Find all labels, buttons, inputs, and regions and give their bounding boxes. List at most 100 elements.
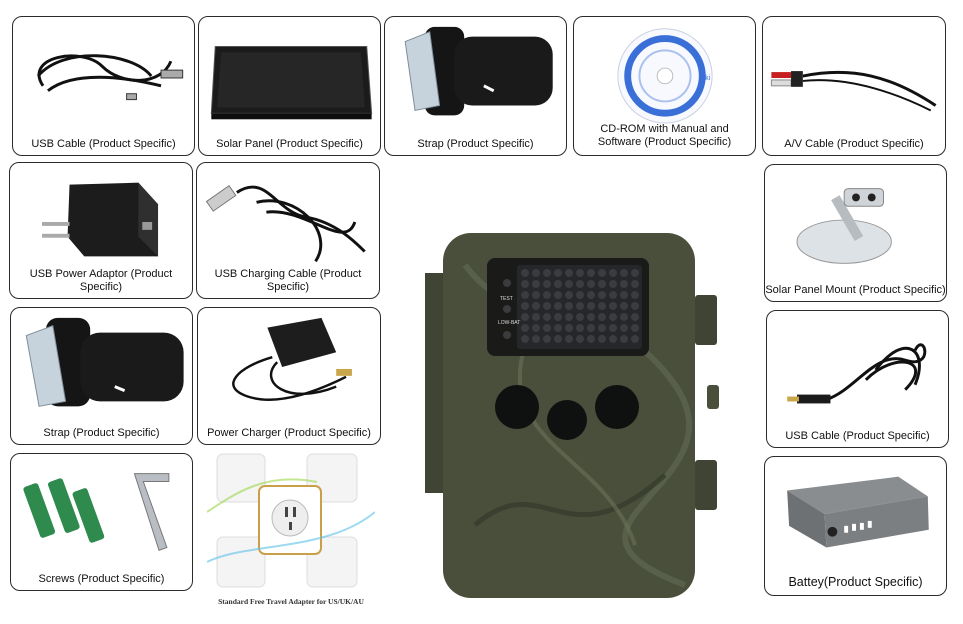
ir-led	[587, 313, 595, 321]
item-label: USB Charging Cable (Product Specific)	[214, 268, 362, 293]
usb-cable-icon	[767, 311, 948, 429]
panel-mount-card: Solar Panel Mount (Product Specific)	[764, 164, 947, 302]
ir-led	[521, 269, 529, 277]
ir-led	[631, 291, 639, 299]
ir-led	[532, 291, 540, 299]
ir-led	[521, 302, 529, 310]
ir-led	[620, 302, 628, 310]
ir-led	[554, 302, 562, 310]
charging-cable-card: USB Charging Cable (Product Specific)	[196, 162, 380, 299]
power-adaptor-card: USB Power Adaptor (Product Specific)	[9, 162, 193, 299]
ir-led	[620, 291, 628, 299]
ir-led	[554, 269, 562, 277]
ir-led	[521, 324, 529, 332]
ir-led	[609, 313, 617, 321]
ir-led	[620, 269, 628, 277]
usb-cable-card-2: USB Cable (Product Specific)	[766, 310, 949, 448]
ir-led	[532, 269, 540, 277]
ir-led	[631, 313, 639, 321]
trail-camera: TEST LOW-BAT	[405, 225, 735, 605]
power-adaptor-icon	[10, 163, 192, 280]
ir-led	[609, 269, 617, 277]
ir-led	[565, 302, 573, 310]
ir-led	[598, 291, 606, 299]
ir-led	[543, 291, 551, 299]
ir-led	[554, 324, 562, 332]
cd-rom-card: fiiki CD-ROM with Manual and Software (P…	[573, 16, 756, 156]
av-cable-icon	[763, 17, 945, 137]
ir-led	[598, 313, 606, 321]
ir-led	[576, 313, 584, 321]
ir-led	[620, 280, 628, 288]
ir-led	[587, 269, 595, 277]
ir-led	[576, 335, 584, 343]
ir-led	[543, 269, 551, 277]
ir-led	[532, 335, 540, 343]
travel-adapter-image	[206, 452, 376, 592]
ir-led	[554, 280, 562, 288]
cd-label: fiiki	[700, 75, 710, 82]
ir-led	[587, 280, 595, 288]
ir-led	[598, 335, 606, 343]
ir-led	[587, 335, 595, 343]
item-label: A/V Cable (Product Specific)	[784, 138, 924, 150]
ir-led	[576, 291, 584, 299]
ir-led	[521, 280, 529, 288]
ir-led	[554, 313, 562, 321]
ir-led	[521, 291, 529, 299]
ir-led	[565, 313, 573, 321]
ir-led	[543, 335, 551, 343]
travel-adapter-caption: Standard Free Travel Adapter for US/UK/A…	[218, 597, 364, 606]
item-label-line1: CD-ROM with Manual and	[600, 123, 729, 135]
ir-led	[620, 324, 628, 332]
solar-panel-icon	[199, 17, 380, 137]
ir-led	[543, 313, 551, 321]
item-label: CD-ROM with Manual and Software (Product…	[574, 123, 755, 149]
lowbat-led-label: LOW-BAT	[498, 320, 520, 326]
av-cable-card: A/V Cable (Product Specific)	[762, 16, 946, 156]
ir-led	[532, 302, 540, 310]
item-label: USB Cable (Product Specific)	[785, 430, 930, 442]
ir-led	[576, 280, 584, 288]
strap-card-2: Strap (Product Specific)	[10, 307, 193, 445]
strap-card: Strap (Product Specific)	[384, 16, 567, 156]
usb-cable-card: USB Cable (Product Specific)	[12, 16, 195, 156]
ir-led	[598, 302, 606, 310]
ir-led	[631, 324, 639, 332]
ir-led	[543, 280, 551, 288]
ir-led	[521, 335, 529, 343]
ir-led	[598, 269, 606, 277]
item-label: Battey(Product Specific)	[788, 575, 923, 589]
ir-led	[631, 335, 639, 343]
ir-led-array	[521, 269, 639, 343]
battery-card: Battey(Product Specific)	[764, 456, 947, 596]
ir-led	[554, 291, 562, 299]
item-label: Screws (Product Specific)	[38, 573, 165, 585]
ir-led	[598, 324, 606, 332]
item-label: USB Power Adaptor (Product Specific)	[29, 268, 173, 293]
ir-led	[532, 324, 540, 332]
ir-led	[565, 291, 573, 299]
screws-card: Screws (Product Specific)	[10, 453, 193, 591]
item-label: USB Cable (Product Specific)	[31, 138, 176, 150]
item-label: Strap (Product Specific)	[417, 138, 534, 150]
ir-led	[609, 335, 617, 343]
ir-led	[631, 280, 639, 288]
battery-icon	[765, 457, 946, 577]
usb-cable-icon	[13, 17, 194, 137]
ir-led	[565, 324, 573, 332]
power-charger-card: Power Charger (Product Specific)	[197, 307, 381, 445]
ir-led	[565, 269, 573, 277]
solar-panel-card: Solar Panel (Product Specific)	[198, 16, 381, 156]
ir-led	[587, 302, 595, 310]
ir-led	[598, 280, 606, 288]
ir-led	[609, 280, 617, 288]
ir-led	[543, 324, 551, 332]
ir-led	[631, 302, 639, 310]
item-label: Solar Panel (Product Specific)	[216, 138, 363, 150]
screws-icon	[11, 454, 192, 572]
ir-led	[620, 335, 628, 343]
ir-led	[609, 291, 617, 299]
item-label: Strap (Product Specific)	[43, 427, 160, 439]
ir-led	[532, 280, 540, 288]
